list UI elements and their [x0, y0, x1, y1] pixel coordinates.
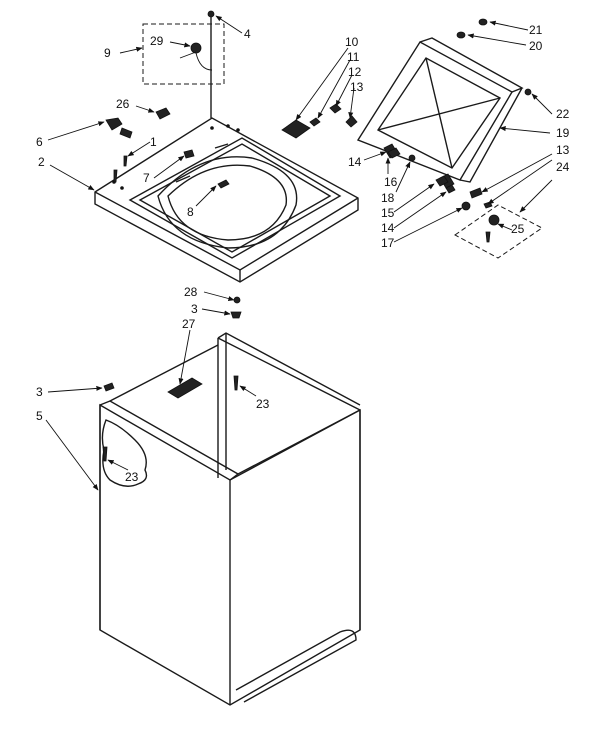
callout-11: 11 [347, 50, 360, 64]
callout-27: 27 [182, 317, 196, 331]
callout-7: 7 [143, 171, 150, 185]
callout-24: 24 [556, 160, 570, 174]
callout-1: 1 [150, 135, 157, 149]
callout-25: 25 [511, 222, 525, 236]
callout-10: 10 [345, 35, 359, 49]
callout-26: 26 [116, 97, 130, 111]
callout-15: 15 [381, 206, 395, 220]
washer-top [94, 117, 359, 283]
callout-23: 23 [256, 397, 270, 411]
callout-23b: 23 [125, 470, 139, 484]
callout-19: 19 [556, 126, 570, 140]
callout-14: 14 [348, 155, 362, 169]
callout-22: 22 [556, 107, 570, 121]
callout-20: 20 [529, 39, 543, 53]
screw-icon [102, 446, 108, 462]
callout-3: 3 [191, 302, 198, 316]
callout-2: 2 [38, 155, 45, 169]
callout-17: 17 [381, 236, 395, 250]
callout-5: 5 [36, 409, 43, 423]
callout-13: 13 [350, 80, 364, 94]
hinge-kit-box [454, 204, 543, 259]
callout-8: 8 [187, 205, 194, 219]
callout-4: 4 [244, 27, 251, 41]
parts [103, 10, 532, 399]
callout-28: 28 [184, 285, 198, 299]
lid [356, 37, 524, 189]
cabinet [99, 332, 361, 706]
callout-29: 29 [150, 34, 164, 48]
callout-labels: 21 20 4 10 11 12 13 9 29 26 6 1 2 7 8 14… [36, 23, 570, 484]
callout-3b: 3 [36, 385, 43, 399]
callout-18: 18 [381, 191, 395, 205]
callout-13b: 13 [556, 143, 570, 157]
switch-kit-box [142, 23, 225, 85]
callout-16: 16 [384, 175, 398, 189]
callout-14b: 14 [381, 221, 395, 235]
callout-12: 12 [348, 65, 362, 79]
leader-lines [45, 15, 553, 491]
callout-9: 9 [104, 46, 111, 60]
callout-6: 6 [36, 135, 43, 149]
callout-21: 21 [529, 23, 543, 37]
